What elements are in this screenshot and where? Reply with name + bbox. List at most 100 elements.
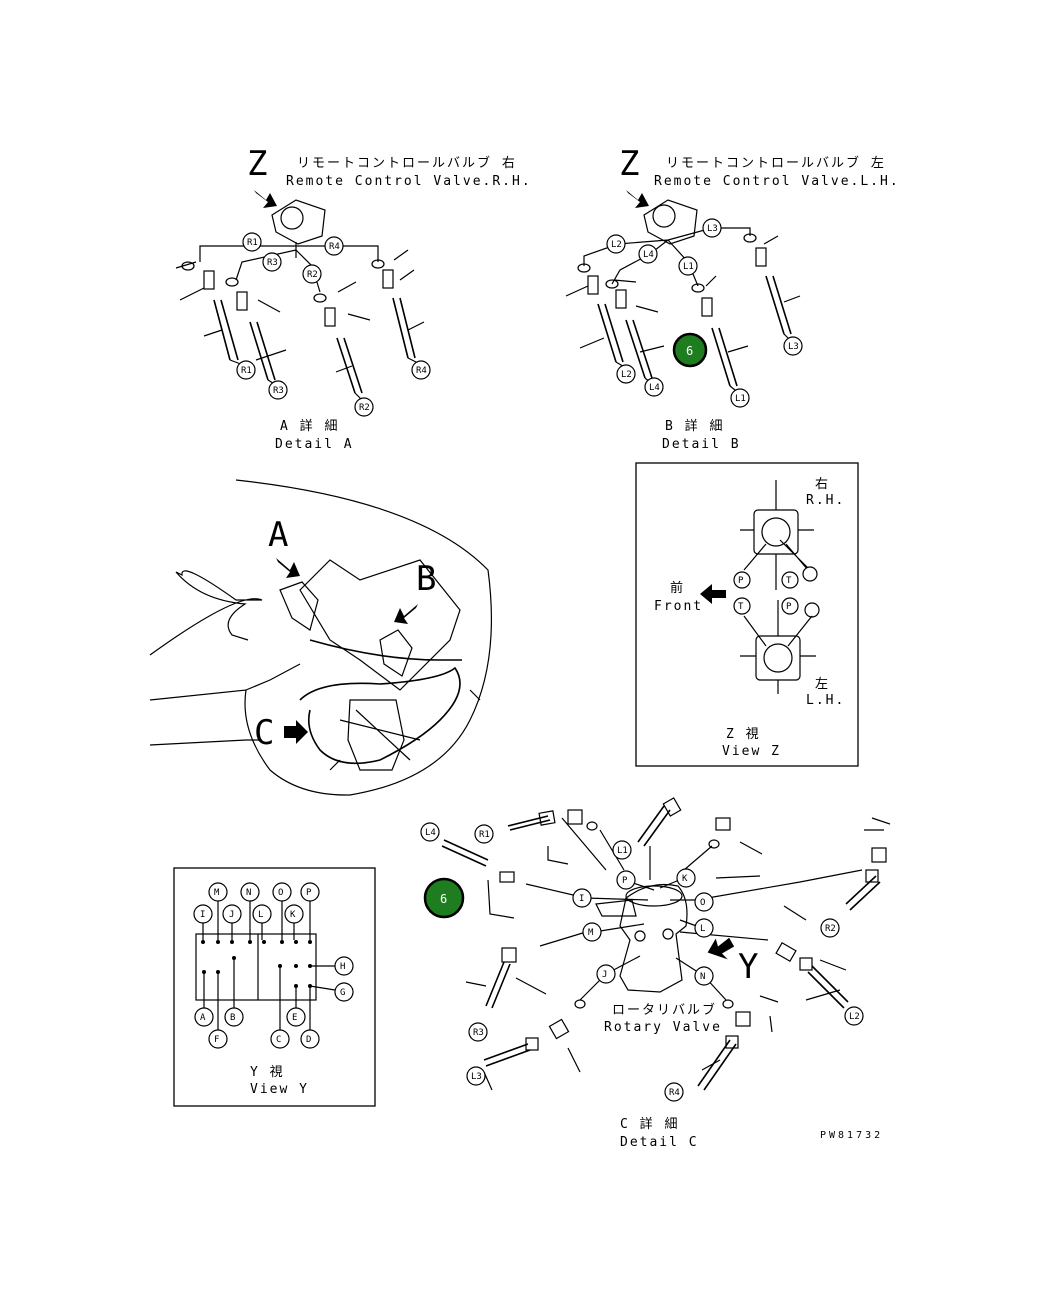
svg-text:R4: R4 xyxy=(416,366,427,376)
valve-knob xyxy=(652,204,676,228)
svg-text:C: C xyxy=(276,1035,281,1045)
arrow-a-icon xyxy=(276,558,300,578)
detail-b-caption-jp: B 詳 細 xyxy=(665,418,724,434)
view-z-rh-jp: 右 xyxy=(815,477,830,492)
svg-text:N: N xyxy=(700,972,705,982)
svg-text:L: L xyxy=(700,924,705,934)
front-arrow-icon xyxy=(700,584,726,604)
arrow-c-icon xyxy=(284,720,308,744)
svg-text:T: T xyxy=(738,602,744,612)
detail-b-title-en: Remote Control Valve.L.H. xyxy=(654,174,900,189)
detail-b: Z リモートコントロールバルブ 左 Remote Control Valve.L… xyxy=(565,144,900,452)
callout-marker-6[interactable] xyxy=(423,877,465,919)
svg-text:L1: L1 xyxy=(735,394,746,404)
svg-text:E: E xyxy=(292,1013,297,1023)
svg-text:L4: L4 xyxy=(425,828,436,838)
svg-text:O: O xyxy=(278,888,283,898)
view-y-arrow-icon xyxy=(707,937,735,960)
overview-label-a: A xyxy=(268,515,288,555)
svg-text:L1: L1 xyxy=(617,846,628,856)
svg-text:L3: L3 xyxy=(471,1072,482,1082)
detail-c: L4 R1 L1 R2 R3 L3 R4 L2 P K I O M L J N … xyxy=(420,797,891,1150)
svg-text:T: T xyxy=(786,576,792,586)
detail-b-z-letter: Z xyxy=(619,144,639,184)
svg-text:L4: L4 xyxy=(643,250,654,260)
detail-b-title-jp: リモートコントロールバルブ 左 xyxy=(666,155,886,171)
detail-b-caption-en: Detail B xyxy=(662,437,741,452)
detail-c-y-letter: Y xyxy=(738,947,758,987)
overview-label-b: B xyxy=(416,559,436,599)
svg-text:F: F xyxy=(214,1035,219,1045)
view-y-bottom-labels: A B C E F D xyxy=(194,1007,320,1049)
detail-a-title-en: Remote Control Valve.R.H. xyxy=(286,174,532,189)
svg-text:A: A xyxy=(200,1013,206,1023)
svg-text:L2: L2 xyxy=(849,1012,860,1022)
view-z-lh-en: L.H. xyxy=(806,693,845,708)
view-arrow-icon xyxy=(254,190,277,208)
view-z-caption-en: View Z xyxy=(722,744,781,759)
svg-text:P: P xyxy=(306,888,312,898)
svg-text:O: O xyxy=(700,898,705,908)
overview-label-c: C xyxy=(254,713,274,753)
svg-text:H: H xyxy=(340,962,345,972)
valve-body xyxy=(643,199,698,245)
svg-text:R4: R4 xyxy=(329,242,340,252)
view-z-front-en: Front xyxy=(654,599,703,614)
view-z-panel: 右 R.H. P T 前 Front T P 左 L.H. Z 視 View Z xyxy=(635,462,859,767)
svg-text:B: B xyxy=(230,1013,235,1023)
svg-text:R1: R1 xyxy=(479,830,490,840)
svg-text:R3: R3 xyxy=(473,1028,484,1038)
detail-a-caption-jp: A 詳 細 xyxy=(280,418,339,434)
svg-text:P: P xyxy=(622,876,628,886)
valve-body xyxy=(271,199,326,245)
detail-a-caption-en: Detail A xyxy=(275,437,354,452)
svg-text:L2: L2 xyxy=(611,240,622,250)
svg-text:G: G xyxy=(340,988,345,998)
svg-text:D: D xyxy=(306,1035,311,1045)
svg-text:L: L xyxy=(258,910,263,920)
drawing-code: PW81732 xyxy=(820,1130,883,1141)
detail-c-caption-en: Detail C xyxy=(620,1135,699,1150)
svg-text:I: I xyxy=(200,910,205,920)
view-z-lh-jp: 左 xyxy=(815,677,830,692)
view-y-caption-en: View Y xyxy=(250,1082,309,1097)
view-z-caption-jp: Z 視 xyxy=(726,727,761,742)
svg-text:P: P xyxy=(786,602,792,612)
svg-text:L3: L3 xyxy=(707,224,718,234)
svg-text:R2: R2 xyxy=(307,270,318,280)
detail-b-labels: L3 L2 L4 L1 L3 L2 L4 L1 xyxy=(606,218,803,408)
detail-a-labels: R1 R3 R4 R2 R1 R3 R4 R2 xyxy=(236,232,431,417)
detail-c-hose-labels: L4 R1 L1 R2 R3 L3 R4 L2 xyxy=(420,822,864,1102)
svg-text:P: P xyxy=(738,576,744,586)
detail-a-title-jp: リモートコントロールバルブ 右 xyxy=(297,155,517,171)
view-z-front-jp: 前 xyxy=(670,580,685,596)
svg-text:L2: L2 xyxy=(621,370,632,380)
view-y-caption-jp: Y 視 xyxy=(250,1065,285,1080)
svg-text:J: J xyxy=(229,910,234,920)
rotary-valve-label-en: Rotary Valve xyxy=(604,1020,722,1035)
detail-a-z-letter: Z xyxy=(247,144,267,184)
svg-text:M: M xyxy=(588,928,594,938)
machine-overview: A B C xyxy=(149,479,493,796)
svg-text:R1: R1 xyxy=(247,238,258,248)
svg-text:R3: R3 xyxy=(267,258,278,268)
callout-marker-6[interactable] xyxy=(672,332,708,368)
svg-text:I: I xyxy=(579,894,584,904)
view-y-top-labels: M N O P xyxy=(208,882,320,902)
svg-text:R2: R2 xyxy=(359,403,370,413)
svg-text:R1: R1 xyxy=(241,366,252,376)
svg-text:L3: L3 xyxy=(788,342,799,352)
valve-knob xyxy=(280,206,304,230)
svg-text:R4: R4 xyxy=(669,1088,680,1098)
svg-text:N: N xyxy=(246,888,251,898)
svg-text:M: M xyxy=(214,888,220,898)
view-arrow-icon xyxy=(626,190,649,208)
svg-text:L4: L4 xyxy=(649,383,660,393)
svg-text:R3: R3 xyxy=(273,386,284,396)
svg-text:K: K xyxy=(682,874,688,884)
svg-text:J: J xyxy=(602,970,607,980)
rotary-valve-label-jp: ロータリバルブ xyxy=(612,1002,717,1018)
view-y-panel: M N O P I J L K H G A B C E F D Y 視 xyxy=(173,867,376,1107)
arrow-b-icon xyxy=(394,604,418,624)
view-z-rh-en: R.H. xyxy=(806,493,845,508)
